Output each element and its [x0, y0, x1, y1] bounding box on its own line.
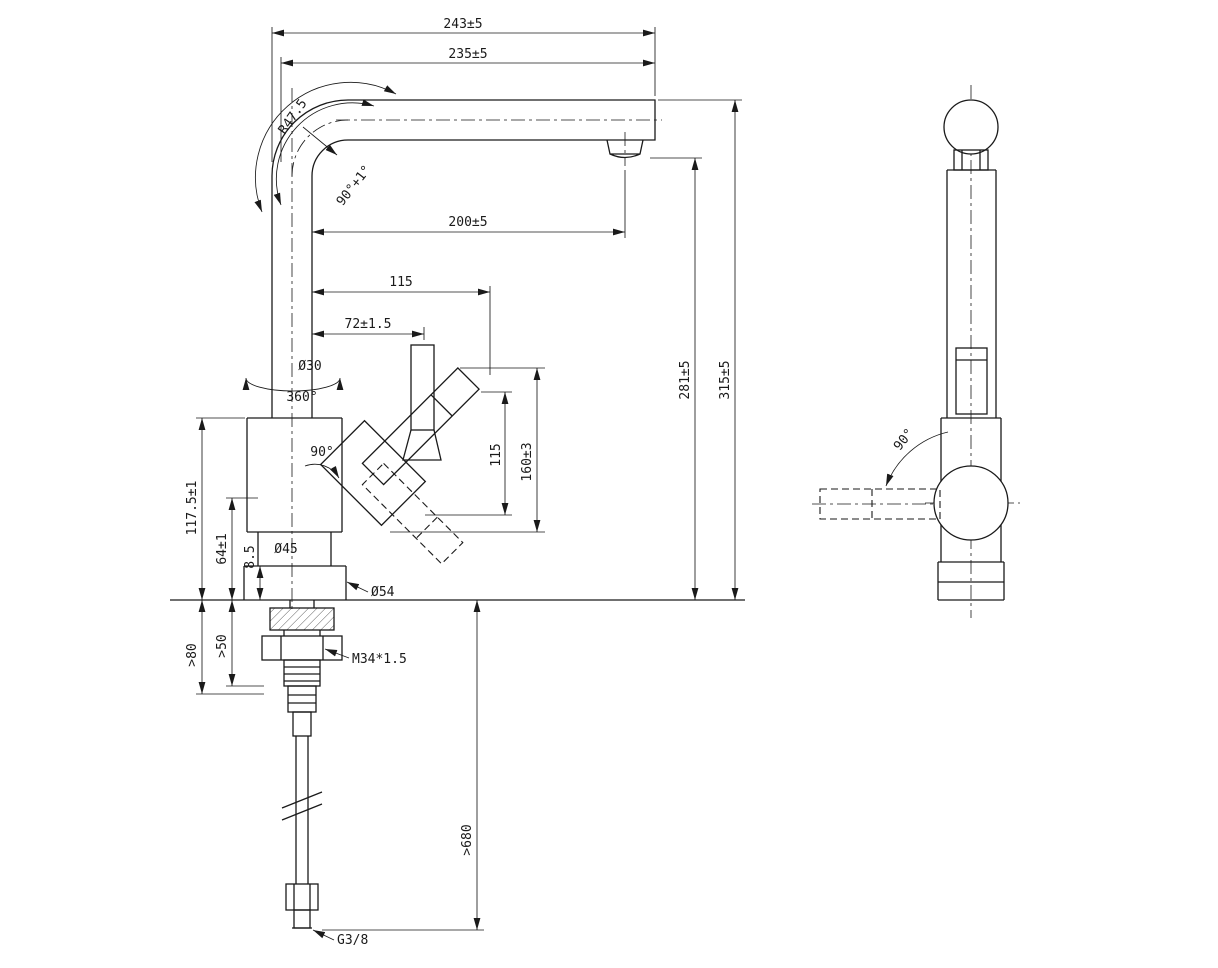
dia-label-30: Ø30 — [298, 359, 321, 374]
handle-socket — [319, 419, 427, 527]
hose-end-facets — [293, 884, 311, 910]
side-column — [946, 169, 997, 418]
dia54-leader — [346, 581, 369, 593]
bend-angle-label: 90°+1° — [334, 163, 375, 209]
dimensions — [196, 27, 949, 941]
thread-lines — [284, 666, 320, 682]
spout-end-circle — [943, 99, 999, 155]
hose-reducer — [292, 711, 312, 737]
dim-label-64: 64±1 — [215, 533, 230, 564]
handle-alt-body — [361, 462, 464, 565]
dim-label-72: 72±1.5 — [345, 317, 392, 332]
dim-label-8-5: 8.5 — [243, 545, 258, 568]
side-view — [819, 99, 1009, 601]
dim-label-315: 315±5 — [718, 360, 733, 399]
dim-label-115h: 115 — [389, 275, 412, 290]
mounting-hardware — [261, 600, 343, 929]
bend-centerline — [291, 119, 349, 177]
radius-leader — [302, 126, 338, 156]
dim-label-235: 235±5 — [448, 47, 487, 62]
thread-label-g38: G3/8 — [337, 933, 368, 948]
handle-45-joint-line — [430, 394, 453, 417]
hose-end-tube — [293, 909, 311, 929]
handle-neck — [402, 429, 442, 461]
handle-vertical — [402, 344, 442, 461]
side-angle-label: 90° — [891, 426, 917, 454]
m34-leader — [324, 648, 350, 659]
break-symbol — [281, 791, 323, 821]
faucet-body — [243, 417, 347, 600]
shank — [289, 600, 315, 608]
labels: 243±5 235±5 200±5 115 72±1.5 Ø30 360° 90… — [185, 17, 917, 948]
hose-end-nut — [285, 883, 319, 911]
dim-label-gt680: >680 — [460, 824, 475, 855]
dim-label-160: 160±3 — [520, 442, 535, 481]
hose-connector — [287, 685, 317, 713]
side-aerator-lines — [961, 150, 981, 170]
dim-label-117: 117.5±1 — [185, 481, 200, 536]
side-base-flange — [937, 561, 1005, 601]
mounting-nut — [261, 635, 343, 661]
dim-label-281: 281±5 — [678, 360, 693, 399]
dia-label-54: Ø54 — [371, 585, 395, 600]
center-lines — [291, 85, 1020, 618]
dim-label-115v: 115 — [489, 443, 504, 466]
side-handle-outline — [819, 488, 941, 520]
threaded-section — [283, 659, 321, 687]
connector-ribs — [288, 694, 316, 704]
handle-angle-arc — [304, 463, 340, 479]
swivel-arc — [242, 377, 344, 392]
handle-stem — [410, 344, 435, 431]
angle-label-90: 90° — [310, 445, 333, 460]
handle-alt-joint-line — [415, 516, 438, 539]
thread-label-m34: M34*1.5 — [352, 652, 407, 667]
aerator — [606, 139, 644, 159]
side-angle-arc — [885, 431, 949, 487]
dim-label-200: 200±5 — [448, 215, 487, 230]
side-joint-circle — [933, 465, 1009, 541]
g38-leader — [312, 929, 335, 941]
dia-label-45: Ø45 — [274, 542, 297, 557]
bend-angle-arc-inner — [273, 99, 375, 206]
angle-label-360: 360° — [286, 390, 317, 405]
washer — [269, 607, 335, 631]
side-handle-horizontal — [819, 488, 941, 520]
dim-label-gt50: >50 — [215, 634, 230, 657]
shank-mid — [283, 630, 321, 636]
side-handle-base — [955, 347, 988, 415]
front-view — [170, 99, 745, 601]
spout-outline — [271, 99, 656, 418]
dim-label-243: 243±5 — [443, 17, 482, 32]
handle-alt-position — [361, 462, 464, 565]
dim-label-gt80: >80 — [185, 643, 200, 666]
